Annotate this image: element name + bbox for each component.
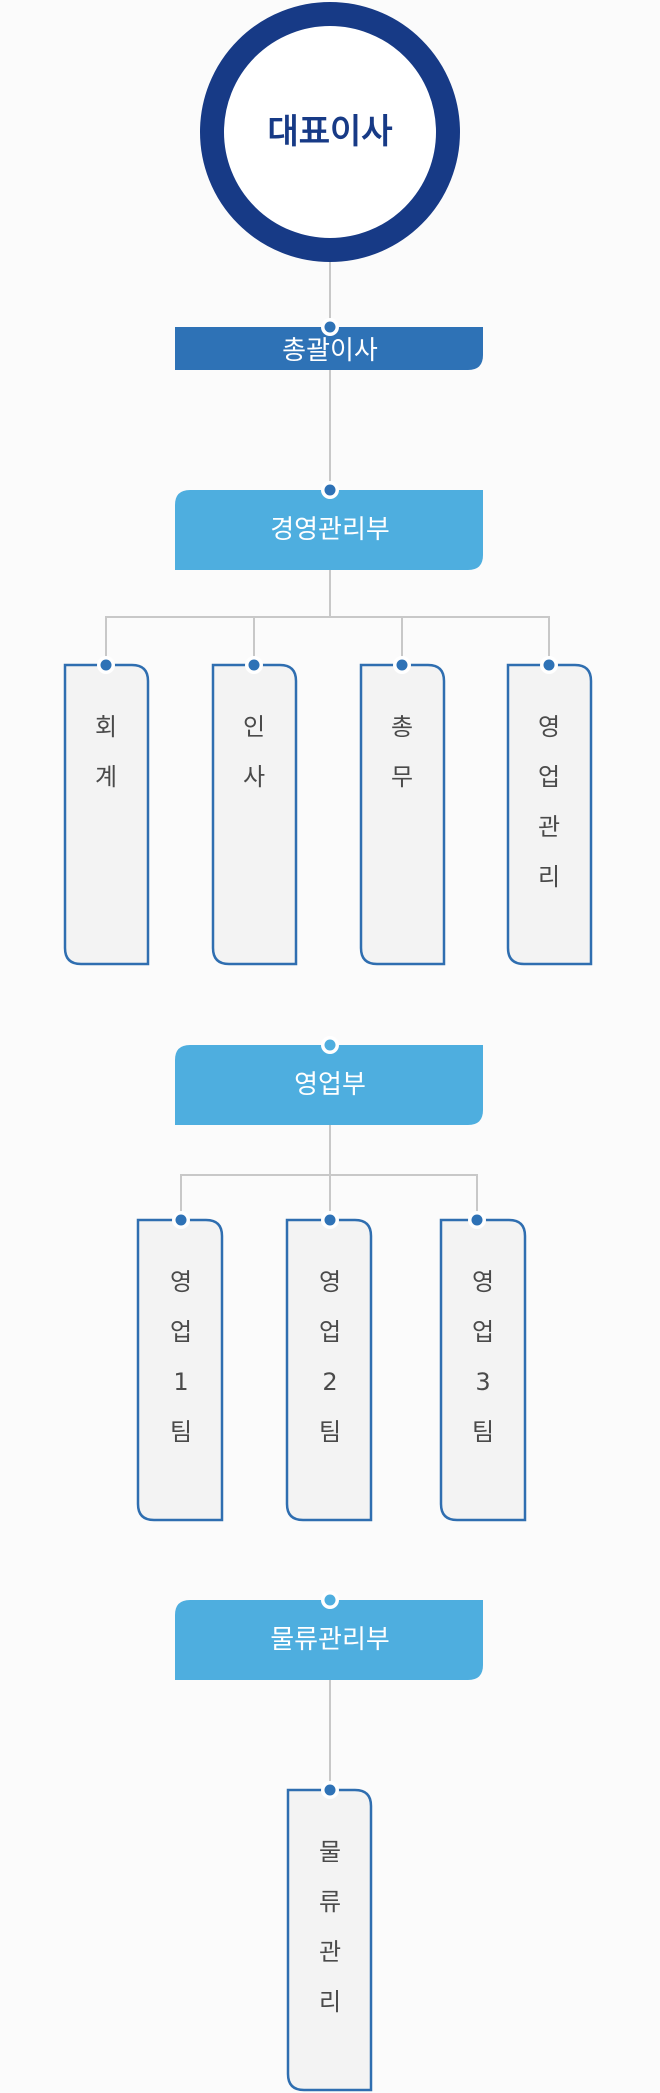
dept-management: 경영관리부 xyxy=(175,481,483,570)
dept-logistics-box xyxy=(175,1600,483,1680)
gm-label: 총괄이사 xyxy=(282,336,378,366)
team-char: 업 xyxy=(319,1318,341,1346)
team-dot xyxy=(324,1214,336,1226)
team-char: 영 xyxy=(472,1268,494,1296)
dept-management-box xyxy=(175,490,483,570)
team-hr: 인 사 xyxy=(211,656,298,966)
gm-node: 총괄이사 xyxy=(175,318,483,370)
team-dot xyxy=(248,659,260,671)
team-general-affairs: 총 무 xyxy=(359,656,446,966)
team-char: 사 xyxy=(243,763,265,791)
ceo-node: 대표이사 xyxy=(200,2,460,262)
team-logistics-management: 물 류 관 리 xyxy=(286,1781,373,2092)
ceo-label: 대표이사 xyxy=(267,112,392,152)
team-char: 업 xyxy=(472,1318,494,1346)
team-box xyxy=(211,663,298,966)
connector-lines xyxy=(105,262,550,1790)
dept-sales: 영업부 xyxy=(175,1036,483,1125)
team-char: 팀 xyxy=(472,1418,494,1446)
team-sales-management: 영 업 관 리 xyxy=(506,656,593,966)
team-sales-1: 영 업 1 팀 xyxy=(136,1211,224,1522)
team-char: 물 xyxy=(319,1838,341,1866)
team-char: 무 xyxy=(391,763,413,791)
team-sales-3: 영 업 3 팀 xyxy=(439,1211,527,1522)
dept-sales-dot xyxy=(324,1039,336,1051)
team-char: 영 xyxy=(170,1268,192,1296)
dept-logistics-dot xyxy=(324,1594,336,1606)
team-box xyxy=(285,1218,373,1522)
team-char: 영 xyxy=(319,1268,341,1296)
team-char: 2 xyxy=(322,1368,337,1396)
team-dot xyxy=(175,1214,187,1226)
dept-sales-box xyxy=(175,1045,483,1125)
gm-box xyxy=(175,327,483,370)
team-char: 총 xyxy=(391,713,413,741)
team-char: 영 xyxy=(538,713,560,741)
team-char: 회 xyxy=(95,713,117,741)
team-char: 업 xyxy=(170,1318,192,1346)
team-char: 1 xyxy=(173,1368,188,1396)
team-char: 업 xyxy=(538,763,560,791)
dept-sales-label: 영업부 xyxy=(294,1070,366,1100)
team-char: 리 xyxy=(538,863,560,891)
team-char: 리 xyxy=(319,1988,341,2016)
team-box xyxy=(506,663,593,966)
team-dot xyxy=(324,1784,336,1796)
team-dot xyxy=(396,659,408,671)
dept-logistics-label: 물류관리부 xyxy=(270,1625,390,1655)
dept-management-label: 경영관리부 xyxy=(270,515,390,545)
gm-dot xyxy=(324,321,336,333)
team-box xyxy=(286,1788,373,2092)
team-char: 인 xyxy=(243,713,265,741)
ceo-ring xyxy=(200,2,460,262)
team-box xyxy=(63,663,150,966)
team-char: 류 xyxy=(319,1888,341,1916)
team-box xyxy=(359,663,446,966)
team-char: 팀 xyxy=(170,1418,192,1446)
team-dot xyxy=(471,1214,483,1226)
team-box xyxy=(439,1218,527,1522)
team-char: 팀 xyxy=(319,1418,341,1446)
dept-logistics: 물류관리부 xyxy=(175,1591,483,1680)
team-char: 계 xyxy=(95,763,117,791)
team-dot xyxy=(100,659,112,671)
team-char: 관 xyxy=(538,813,560,841)
dept-management-dot xyxy=(324,484,336,496)
team-box xyxy=(136,1218,224,1522)
team-accounting: 회 계 xyxy=(63,656,150,966)
team-char: 관 xyxy=(319,1938,341,1966)
team-char: 3 xyxy=(475,1368,490,1396)
team-sales-2: 영 업 2 팀 xyxy=(285,1211,373,1522)
team-dot xyxy=(543,659,555,671)
